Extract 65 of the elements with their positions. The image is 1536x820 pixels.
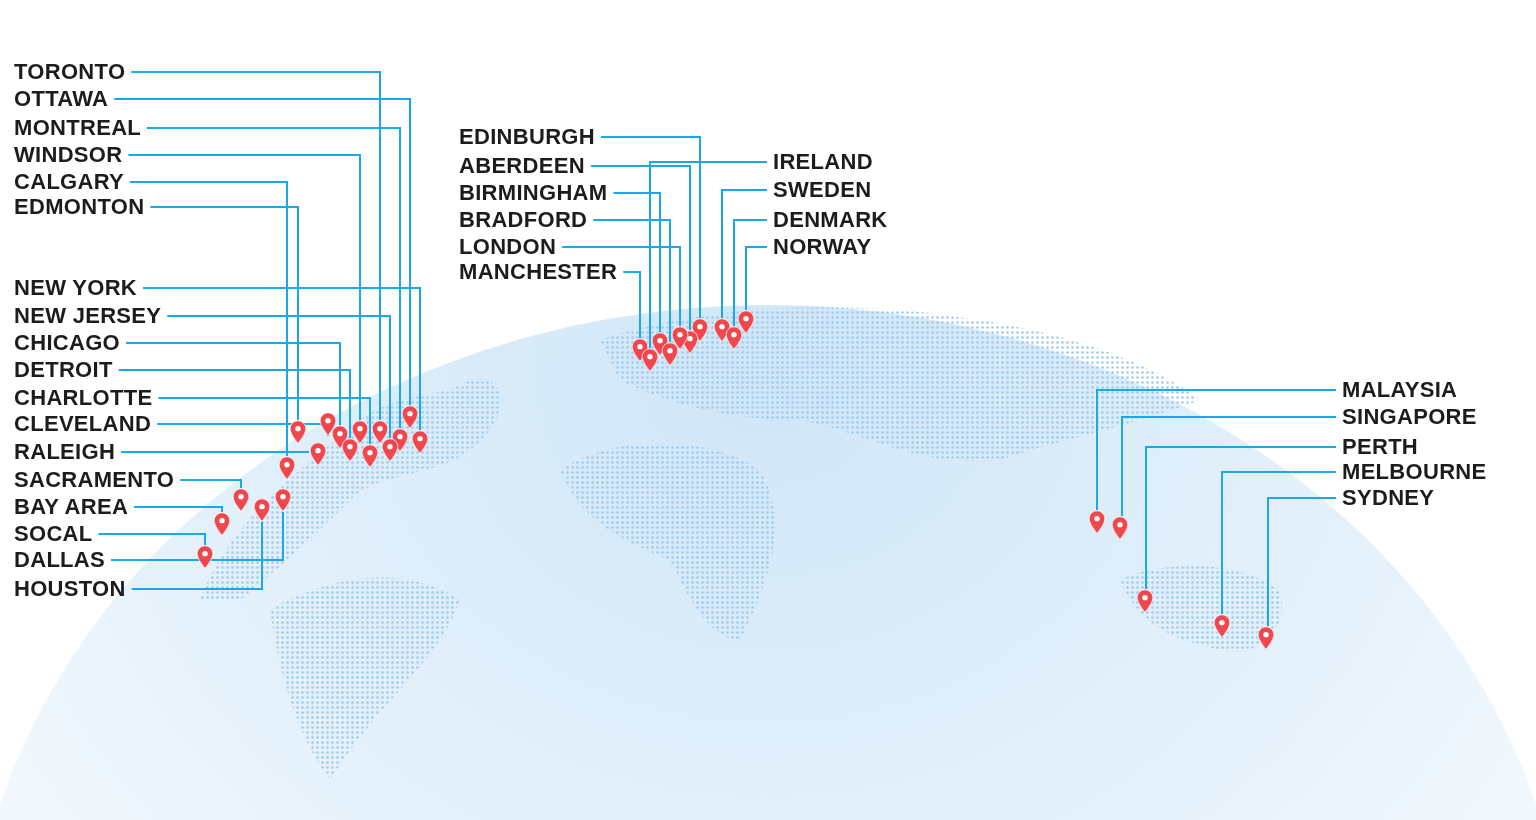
leader-line [612, 192, 661, 333]
city-label: IRELAND [773, 151, 873, 173]
leader-line [142, 287, 421, 431]
city-label: SYDNEY [1342, 487, 1435, 509]
city-label: BAY AREA [14, 496, 129, 518]
city-label: CHARLOTTE [14, 387, 153, 409]
city-label: SWEDEN [773, 179, 872, 201]
city-label: TORONTO [14, 61, 126, 83]
leader-line [622, 271, 641, 339]
city-label: SOCAL [14, 523, 93, 545]
city-label: SINGAPORE [1342, 406, 1477, 428]
city-label: MANCHESTER [459, 261, 618, 283]
leader-line [179, 479, 242, 489]
city-label: PERTH [1342, 436, 1419, 458]
leader-line [1145, 446, 1337, 590]
city-label: CHICAGO [14, 332, 120, 354]
city-label: NEW JERSEY [14, 305, 162, 327]
leader-line [127, 154, 361, 421]
leader-line [129, 181, 288, 457]
city-label: MONTREAL [14, 117, 142, 139]
city-label: EDMONTON [14, 196, 145, 218]
city-label: NORWAY [773, 236, 872, 258]
leader-line [157, 397, 371, 445]
city-label: CALGARY [14, 171, 125, 193]
leader-line [117, 369, 351, 439]
leader-line [1267, 497, 1337, 627]
city-label: DETROIT [14, 359, 113, 381]
city-label: WINDSOR [14, 144, 123, 166]
leader-line [166, 315, 391, 439]
leader-line [599, 136, 701, 319]
city-label: CLEVELAND [14, 413, 152, 435]
leader-line [733, 219, 768, 327]
city-label: SACRAMENTO [14, 469, 175, 491]
city-label: NEW YORK [14, 277, 137, 299]
city-label: BIRMINGHAM [459, 182, 608, 204]
city-label: LONDON [459, 236, 557, 258]
city-label: DALLAS [14, 549, 105, 571]
leader-line [592, 219, 671, 343]
city-label: ABERDEEN [459, 155, 585, 177]
leader-line [589, 165, 691, 331]
leader-line [649, 161, 768, 349]
city-label: HOUSTON [14, 578, 126, 600]
leader-line [97, 533, 206, 546]
city-label: BRADFORD [459, 209, 588, 231]
leader-line [1096, 389, 1337, 511]
leader-line [133, 506, 223, 513]
city-label: OTTAWA [14, 88, 109, 110]
city-label: RALEIGH [14, 441, 116, 463]
leader-line [130, 521, 263, 590]
leader-line [146, 127, 401, 429]
city-label: DENMARK [773, 209, 888, 231]
leader-line [149, 206, 299, 421]
leader-line [130, 71, 381, 421]
leader-line [721, 189, 768, 319]
city-label: EDINBURGH [459, 126, 595, 148]
leader-line [113, 98, 411, 406]
leader-line [110, 511, 284, 561]
city-label: MALAYSIA [1342, 379, 1458, 401]
leader-line [1221, 471, 1337, 615]
city-label: MELBOURNE [1342, 461, 1487, 483]
leader-line [561, 246, 681, 327]
leader-line [1121, 416, 1337, 517]
leader-line [745, 246, 768, 311]
leader-line [120, 451, 310, 453]
leader-line [125, 342, 341, 426]
